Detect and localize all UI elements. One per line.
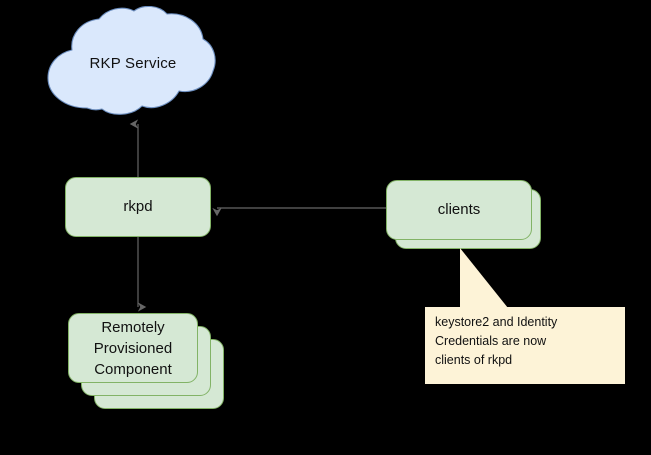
node-rkpd-label: rkpd <box>123 198 153 215</box>
node-rpc-label-line2: Provisioned <box>93 339 173 357</box>
node-clients-label: clients <box>437 201 481 218</box>
callout-note-text: keystore2 and Identity Credentials are n… <box>435 315 558 367</box>
node-rpc-label: Remotely Provisioned Component <box>68 313 198 383</box>
node-rkpd[interactable] <box>65 177 211 237</box>
node-rpc[interactable] <box>68 313 198 383</box>
callout-pointer <box>460 248 508 308</box>
callout-note[interactable] <box>425 307 625 384</box>
cloud-label: RKP Service <box>89 54 177 72</box>
node-clients[interactable] <box>386 180 532 240</box>
cloud-shape <box>47 6 216 115</box>
node-rpc-label-line3: Component <box>94 360 172 378</box>
node-rkp-service-cloud[interactable]: RKP Service <box>44 6 218 120</box>
node-rpc-label-line1: Remotely <box>101 318 165 336</box>
